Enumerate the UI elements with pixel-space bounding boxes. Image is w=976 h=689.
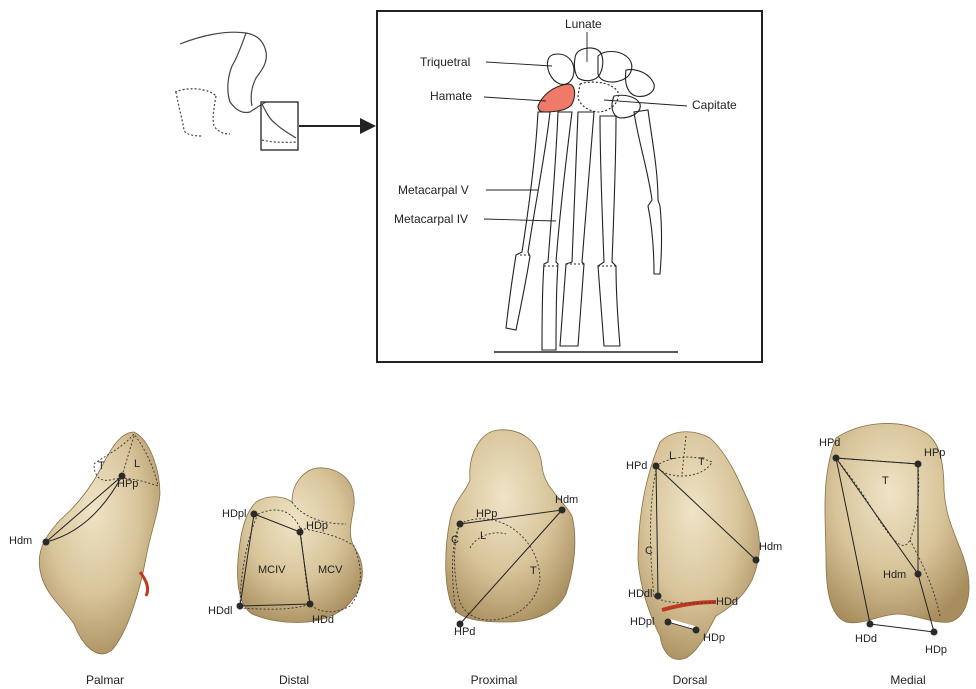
distal-label-hdpl: HDpl <box>222 508 246 520</box>
distal-label-mciv: MCIV <box>258 564 286 576</box>
palmar-label-hpp: HPp <box>117 478 138 490</box>
palmar-label-hdm: Hdm <box>9 535 32 547</box>
label-capitate: Capitate <box>692 98 737 112</box>
top-figure <box>0 0 976 370</box>
bone-views <box>0 410 976 675</box>
proximal-label-t: T <box>530 565 537 577</box>
proximal-point-hdm <box>559 507 566 514</box>
dorsal-label-t: T <box>698 456 705 468</box>
distal-point-hdp <box>297 529 304 536</box>
medial-point-hdm <box>915 571 922 578</box>
dorsal-point-hdp <box>693 627 700 634</box>
dorsal-label-hdm: Hdm <box>759 541 782 553</box>
medial-label-t: T <box>882 475 889 487</box>
distal-point-hdd <box>307 601 314 608</box>
arrow-head <box>360 118 376 134</box>
palmar-label-t: T <box>98 460 105 472</box>
label-lunate: Lunate <box>565 17 602 31</box>
proximal-label-hdm: Hdm <box>555 494 578 506</box>
proximal-point-hpp <box>457 521 464 528</box>
dorsal-label-hdpl: HDpl <box>630 616 654 628</box>
medial-label-hdp: HDp <box>925 644 947 656</box>
proximal-bone <box>446 430 575 622</box>
dorsal-point-hpd <box>653 463 660 470</box>
medial-point-hpd <box>833 455 840 462</box>
distal-point-hddl <box>237 603 244 610</box>
proximal-label-l: L <box>480 530 486 542</box>
medial-point-hpp <box>915 461 922 468</box>
view-distal <box>237 468 363 623</box>
medial-label-hpp: HPp <box>924 447 945 459</box>
label-triquetral: Triquetral <box>420 55 470 69</box>
dorsal-point-hddl <box>655 593 662 600</box>
palmar-label-l: L <box>134 458 140 470</box>
medial-label-hpd: HPd <box>819 437 840 449</box>
distal-bone <box>238 468 363 623</box>
medial-bone <box>825 423 969 622</box>
dorsal-label-c: C <box>645 545 653 557</box>
dorsal-label-hdd: HDd <box>716 596 738 608</box>
dorsal-label-hdp: HDp <box>703 632 725 644</box>
distal-point-hdpl <box>251 511 258 518</box>
view-proximal <box>446 430 575 628</box>
distal-label-mcv: MCV <box>318 564 342 576</box>
view-title-distal: Distal <box>244 673 344 687</box>
view-title-palmar: Palmar <box>55 673 155 687</box>
dorsal-point-hdpl <box>665 619 672 626</box>
dorsal-point-hdm <box>753 557 760 564</box>
proximal-label-c: C <box>451 534 459 546</box>
view-title-medial: Medial <box>858 673 958 687</box>
medial-point-hdp <box>931 629 938 636</box>
monkey-silhouette <box>175 32 298 142</box>
label-metacarpal-iv: Metacarpal IV <box>394 212 468 226</box>
dorsal-label-hpd: HPd <box>626 460 647 472</box>
view-medial <box>825 423 969 635</box>
dorsal-label-l: L <box>669 450 675 462</box>
label-hamate: Hamate <box>430 89 472 103</box>
label-metacarpal-v: Metacarpal V <box>398 183 469 197</box>
distal-label-hdd: HDd <box>312 614 334 626</box>
medial-point-hdd <box>867 621 874 628</box>
dorsal-label-hddl: HDdl <box>628 588 652 600</box>
proximal-label-hpp: HPp <box>476 508 497 520</box>
view-title-proximal: Proximal <box>444 673 544 687</box>
view-title-dorsal: Dorsal <box>640 673 740 687</box>
distal-label-hddl: HDdl <box>208 605 232 617</box>
proximal-label-hpd: HPd <box>454 626 475 638</box>
medial-label-hdd: HDd <box>855 633 877 645</box>
palmar-point-hdm <box>43 539 50 546</box>
medial-label-hdm: Hdm <box>883 569 906 581</box>
distal-label-hdp: HDp <box>306 520 328 532</box>
